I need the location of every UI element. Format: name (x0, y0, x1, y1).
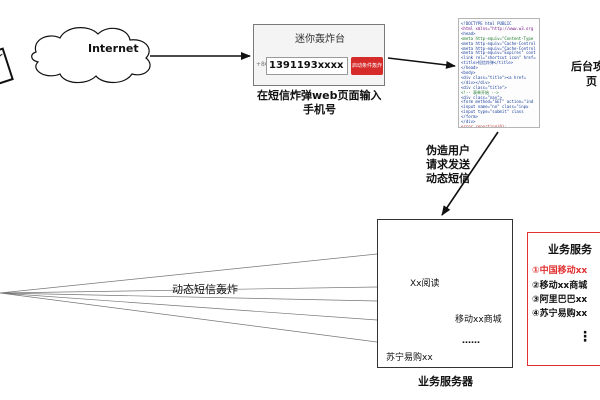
code-line: <!DOCTYPE html PUBLIC (461, 21, 512, 26)
code-line: <input type="submit" class (461, 109, 524, 115)
code-line: </div></div> (461, 79, 490, 85)
webpage-caption-line2: 手机号 (303, 103, 336, 116)
webpage-title: 迷你轰炸台 (295, 34, 345, 45)
server-ellipsis: …… (462, 336, 480, 346)
code-line: </div> (461, 119, 476, 124)
code-line: </head> (461, 65, 478, 71)
code-line: <input name="no" class="inpu (461, 104, 529, 110)
phone-device-icon (0, 47, 14, 85)
code-line: <meta http-equiv="Cache-Control (461, 45, 536, 51)
internet-cloud-icon (31, 27, 151, 84)
code-line: </form> (461, 114, 478, 120)
code-line: <meta http-equiv="Content-Type (461, 35, 534, 41)
server-label-xx-read: Xx阅读 (410, 279, 440, 289)
backend-caption-line2: 页 (586, 75, 597, 88)
webpage-caption-line1: 在短信炸弹web页面输入 (257, 89, 382, 102)
business-list-title: 业务服务 (548, 243, 592, 256)
server-label-mobile-mall: 移动xx商城 (455, 315, 502, 325)
phone-number-input[interactable]: 1391193xxxx (266, 57, 348, 75)
code-line: <html xmlns="http://www.w3.org (461, 25, 534, 31)
arrow-to-servers (441, 131, 499, 216)
code-line: <link rel="shortcut icon" href= (461, 55, 536, 61)
start-bomb-button[interactable]: 启动条件轰炸 (351, 57, 383, 75)
code-line: <!-- 表单开始 --> (461, 89, 499, 95)
code-line: <form method="GET" action="ind (461, 99, 534, 105)
business-item-2: ②移动xx商城 (532, 281, 588, 291)
server-label-suning: 苏宁易购xx (386, 353, 433, 363)
sms-bomb-lines (0, 253, 378, 343)
business-list-ellipsis: ⋮ (578, 329, 592, 345)
business-item-4: ④苏宁易购xx (532, 309, 588, 319)
sms-bomb-webpage: 迷你轰炸台 +86 1391193xxxx 启动条件轰炸 (253, 24, 385, 86)
code-line: <body> (461, 70, 476, 75)
forge-caption-line1: 伪造用户 (426, 144, 470, 157)
code-line: <title>短信炸弹</title> (461, 60, 514, 66)
forge-caption-line2: 请求发送 (426, 158, 470, 171)
phone-prefix: +86 (256, 61, 269, 68)
forge-caption-line3: 动态短信 (426, 172, 470, 185)
code-line: <head> (461, 30, 476, 36)
code-line: <div class="nav"> (461, 94, 502, 100)
backend-caption-line1: 后台攻 (571, 60, 600, 73)
code-line: <meta http-equiv="Cache-Control (461, 40, 536, 46)
code-line: <div class="title"><a href= (461, 74, 527, 80)
business-server-group (377, 219, 513, 368)
business-item-3: ③阿里巴巴xx (532, 295, 588, 305)
arrow-to-backend (387, 57, 456, 69)
business-service-list: 业务服务 ①中国移动xx ②移动xx商城 ③阿里巴巴xx ④苏宁易购xx ⋮ (527, 232, 600, 366)
internet-label: Internet (88, 42, 139, 55)
code-line: <div class="title"> (461, 84, 507, 90)
code-line: error_reporting(0); (461, 123, 507, 128)
code-line: <meta http-equiv="Expires" cont (461, 50, 536, 56)
business-item-1: ①中国移动xx (532, 266, 588, 276)
sms-bomb-caption: 动态短信轰炸 (172, 283, 238, 296)
backend-code-screenshot: <!DOCTYPE html PUBLIC<html xmlns="http:/… (458, 18, 540, 128)
server-group-caption: 业务服务器 (418, 375, 473, 388)
